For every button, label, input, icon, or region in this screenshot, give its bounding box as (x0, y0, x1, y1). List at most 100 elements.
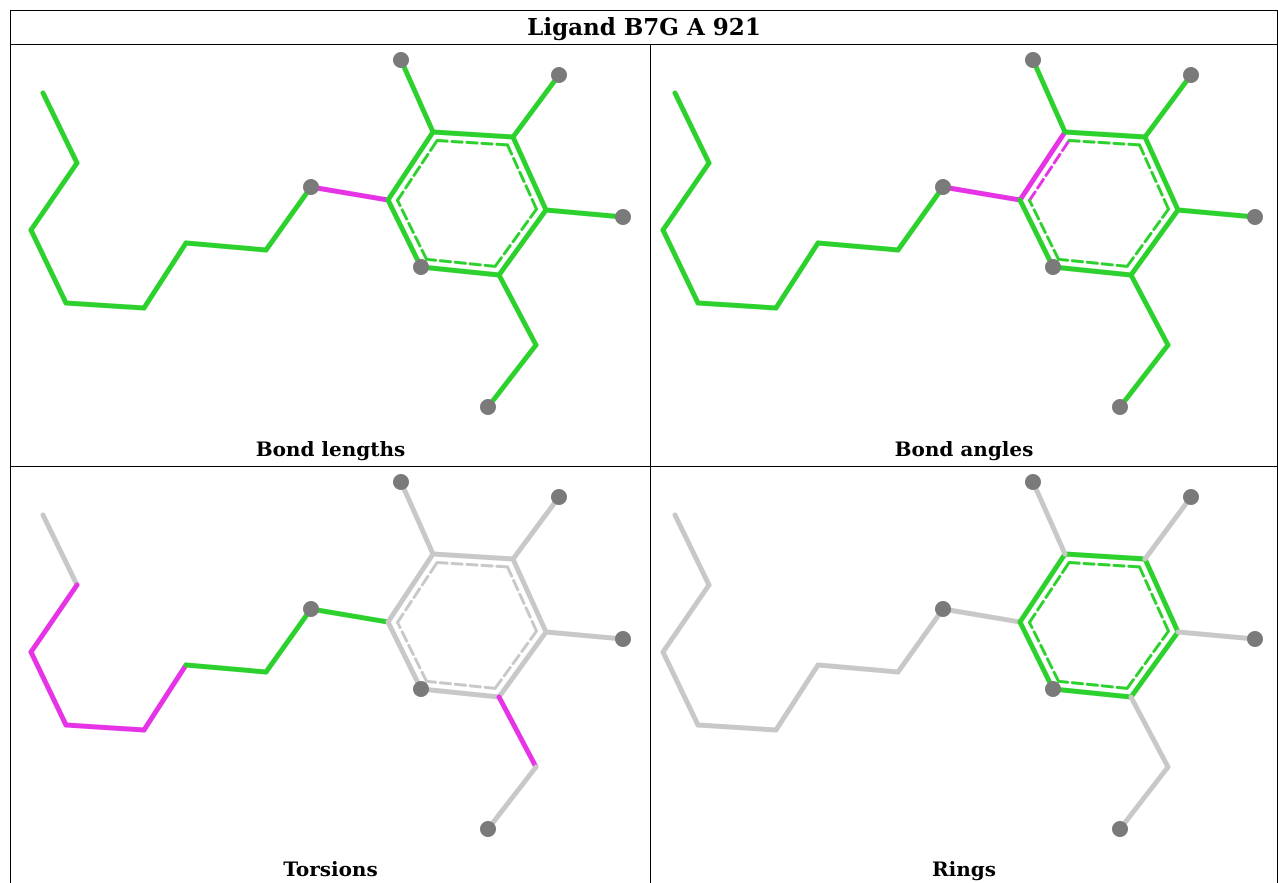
atom-sphere-m3 (551, 67, 567, 83)
bond-r4-m4 (543, 629, 626, 642)
atom-sphere-s2 (1112, 399, 1128, 415)
atom-sphere-m2 (393, 474, 409, 490)
bond-r1-r2 (1017, 551, 1068, 625)
aromatic-bond-r5-r6 (1057, 679, 1129, 690)
bond-a4-a5 (63, 300, 147, 311)
bond-a6-a7 (183, 662, 269, 675)
figure-title: Ligand B7G A 921 (527, 13, 761, 41)
aromatic-bond-r1-r2 (1027, 139, 1071, 202)
atom-sphere-m3 (551, 489, 567, 505)
aromatic-bond-r3-r4 (505, 143, 539, 211)
bond-r3-r4 (1142, 134, 1181, 213)
bond-a5-a6 (141, 240, 189, 311)
atom-sphere-m2 (1025, 474, 1041, 490)
caption-rings: Rings (931, 857, 996, 881)
atom-sphere-s2 (480, 821, 496, 837)
bond-s1-s2 (485, 764, 539, 832)
bond-a8-r1 (940, 184, 1023, 203)
molecule-rings (660, 474, 1263, 837)
bond-r2-r3 (430, 129, 516, 140)
bond-r3-m3 (1142, 494, 1194, 562)
bond-r4-m4 (1175, 207, 1258, 220)
bond-a6-a7 (183, 240, 269, 253)
aromatic-bond-r5-r6 (425, 679, 497, 690)
atom-sphere-m4 (1247, 209, 1263, 225)
bond-r6-r1 (385, 197, 424, 270)
bond-a6-a7 (815, 240, 901, 253)
aromatic-bond-r2-r3 (435, 561, 509, 569)
atom-sphere-r6 (413, 259, 429, 275)
bond-r3-m3 (1142, 72, 1194, 140)
bond-a1-a2 (40, 90, 80, 166)
bond-a5-a6 (773, 662, 821, 733)
aromatic-bond-r6-r1 (1027, 198, 1061, 261)
bond-r2-m2 (398, 479, 436, 557)
molecule-torsions (28, 474, 631, 837)
aromatic-bond-r5-r6 (1057, 257, 1129, 268)
molecule-bond-angles (660, 52, 1263, 415)
caption-torsions: Torsions (283, 857, 378, 881)
bond-r3-m3 (510, 494, 562, 562)
aromatic-bond-r2-r3 (1067, 561, 1141, 569)
atom-sphere-m3 (1183, 67, 1199, 83)
aromatic-bond-r5-r6 (425, 257, 497, 268)
bond-r2-m2 (398, 57, 436, 135)
bond-r3-r4 (510, 556, 549, 635)
bond-r2-r3 (1062, 129, 1148, 140)
atom-sphere-m4 (1247, 631, 1263, 647)
bond-r4-r5 (496, 207, 549, 278)
bond-s1-s2 (485, 342, 539, 410)
molecule-bond-lengths (28, 52, 631, 415)
aromatic-bond-r1-r2 (395, 139, 439, 202)
aromatic-bond-r6-r1 (395, 620, 429, 683)
bond-r3-r4 (1142, 556, 1181, 635)
bond-r4-r5 (1128, 207, 1181, 278)
aromatic-bond-r4-r5 (493, 207, 539, 268)
atom-sphere-a8 (303, 179, 319, 195)
aromatic-bond-r4-r5 (1125, 207, 1171, 268)
bond-r5-r6 (418, 264, 502, 278)
bond-a4-a5 (695, 300, 779, 311)
grid-title-bottom (10, 44, 1278, 45)
panel-bond-lengths: Bond lengths (11, 45, 650, 466)
bond-a1-a2 (672, 90, 712, 166)
bond-a1-a2 (672, 512, 712, 588)
bond-a6-a7 (815, 662, 901, 675)
bond-a7-a8 (895, 606, 946, 675)
bond-a2-a3 (28, 160, 80, 233)
atom-sphere-a8 (935, 601, 951, 617)
atom-sphere-m2 (393, 52, 409, 68)
bond-r2-r3 (430, 551, 516, 562)
bond-r5-r6 (1050, 264, 1134, 278)
atom-sphere-r6 (413, 681, 429, 697)
caption-bond-lengths: Bond lengths (255, 437, 406, 461)
grid-center (650, 44, 651, 883)
bond-r3-m3 (510, 72, 562, 140)
atom-sphere-m3 (1183, 489, 1199, 505)
aromatic-bond-r3-r4 (1137, 143, 1171, 211)
grid-top (10, 10, 1278, 11)
bond-a5-a6 (773, 240, 821, 311)
caption-bond-angles: Bond angles (894, 437, 1034, 461)
bond-r4-m4 (543, 207, 626, 220)
bond-a1-a2 (40, 512, 80, 588)
bond-a7-a8 (895, 184, 946, 253)
bond-r4-r5 (1128, 629, 1181, 700)
aromatic-bond-r4-r5 (493, 629, 539, 690)
bond-r5-r6 (418, 686, 502, 700)
bond-a3-a4 (28, 227, 69, 306)
atom-sphere-r6 (1045, 259, 1061, 275)
aromatic-bond-r2-r3 (1067, 139, 1141, 147)
atom-sphere-s2 (1112, 821, 1128, 837)
grid-left (10, 10, 11, 883)
bond-r1-r2 (385, 551, 436, 625)
bond-s1-s2 (1117, 342, 1171, 410)
bond-r6-r1 (385, 619, 424, 692)
bond-a4-a5 (695, 722, 779, 733)
bond-a7-a8 (263, 184, 314, 253)
atom-sphere-a8 (935, 179, 951, 195)
bond-r5-r6 (1050, 686, 1134, 700)
bond-a3-a4 (28, 649, 69, 728)
panel-rings: Rings (651, 467, 1277, 883)
bond-a7-a8 (263, 606, 314, 675)
